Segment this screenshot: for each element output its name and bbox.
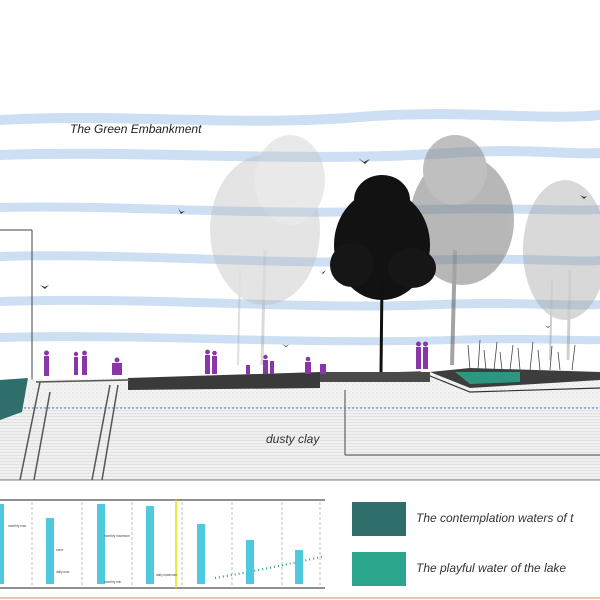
pier <box>19 379 131 481</box>
reeds <box>467 339 576 371</box>
soil-label: dusty clay <box>266 432 320 446</box>
bar-2 <box>46 518 54 584</box>
legend-label-contemplation: The contemplation waters of t <box>416 511 574 525</box>
legend-item-contemplation: The contemplation waters of t <box>352 502 600 536</box>
legend-item-playful: The playful water of the lake <box>352 552 600 586</box>
chart-note-monthly-maximum: monthly maximum <box>104 534 130 538</box>
water-level-chart <box>0 499 600 599</box>
dotted-trend <box>214 554 326 580</box>
legend-label-playful: The playful water of the lake <box>416 561 567 575</box>
bar-6 <box>246 540 254 584</box>
bar-1 <box>0 504 4 584</box>
bar-3 <box>97 504 105 584</box>
chart-note-daily-maximum: daily maximum <box>156 573 178 577</box>
background-trees <box>210 135 600 366</box>
chart-note-monthly-min: monthly min <box>104 580 122 584</box>
chart-note-daily-max: daily max <box>56 570 70 574</box>
legend-swatch-playful <box>352 552 406 586</box>
people <box>44 341 428 376</box>
chart-note-monthly-max: monthly max <box>8 524 27 528</box>
embankment-ground <box>0 368 600 481</box>
diagram-title: The Green Embankment <box>70 122 202 136</box>
legend-swatch-contemplation <box>352 502 406 536</box>
left-water <box>0 378 28 420</box>
left-frame <box>0 229 33 380</box>
bar-4 <box>146 506 154 584</box>
chart-note-norm: norm <box>56 548 64 552</box>
bar-7 <box>295 550 303 584</box>
black-tree <box>330 175 436 421</box>
birds <box>40 158 587 347</box>
bar-5 <box>197 524 205 584</box>
